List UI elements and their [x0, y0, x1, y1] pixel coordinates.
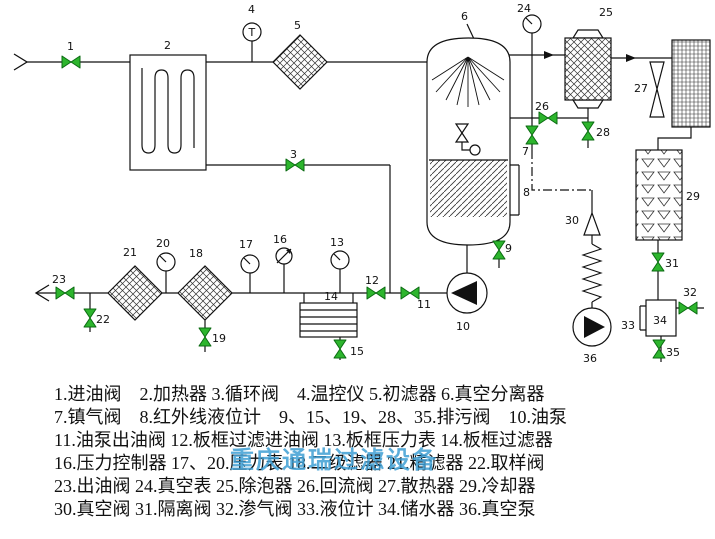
label-32: 32	[683, 286, 697, 299]
legend-line-5: 23.出油阀 24.真空表 25.除泡器 26.回流阀 27.散热器 29.冷却…	[54, 476, 536, 496]
label-35: 35	[666, 346, 680, 359]
drain-valve-35	[652, 339, 666, 359]
flow-arrow-to-radiator	[626, 54, 636, 62]
label-2: 2	[164, 39, 171, 52]
defoamer-symbol	[564, 29, 612, 109]
vacuum-gauge-24	[522, 14, 542, 34]
infrared-level-gauge	[510, 164, 520, 216]
label-27: 27	[634, 82, 648, 95]
plate-pressure-gauge-13	[330, 250, 350, 270]
label-18: 18	[189, 247, 203, 260]
label-6: 6	[461, 10, 468, 23]
secondary-filter-symbol	[177, 265, 233, 321]
label-9: 9	[505, 242, 512, 255]
radiator-symbol	[671, 39, 711, 128]
drain-valve-9	[492, 240, 506, 260]
tank-level-gauge	[639, 305, 646, 331]
process-flow-diagram: T 1 2 3 4 5 6 7 8 9 10 11 12	[13, 2, 711, 365]
label-16: 16	[273, 233, 287, 246]
label-31: 31	[665, 257, 679, 270]
legend-line-3: 11.油泵出油阀 12.板框过滤进油阀 13.板框压力表 14.板框过滤器	[54, 430, 553, 450]
filter-inlet-valve-12	[366, 286, 386, 300]
drain-valve-19	[198, 327, 212, 347]
liquid-level-hatch	[430, 160, 507, 217]
component-labels: 1 2 3 4 5 6 7 8 9 10 11 12 13 14 15 16 1…	[52, 2, 700, 365]
label-33: 33	[621, 319, 635, 332]
air-bleed-valve-32	[678, 301, 698, 315]
label-24: 24	[517, 2, 531, 15]
vacuum-valve-symbol	[583, 211, 601, 236]
drain-valve-28	[581, 121, 595, 141]
legend: 1.进油阀 2.加热器 3.循环阀 4.温控仪 5.初滤器 6.真空分离器 7.…	[54, 383, 567, 521]
pressure-gauge-17	[240, 254, 260, 274]
label-5: 5	[294, 19, 301, 32]
label-10: 10	[456, 320, 470, 333]
label-19: 19	[212, 332, 226, 345]
label-14: 14	[324, 290, 338, 303]
inlet-arrow	[13, 53, 29, 71]
legend-line-4: 16.压力控制器 17、20.压力表 18.二级滤器 21.精滤器 22.取样阀	[54, 453, 545, 473]
reflux-valve-26	[538, 111, 558, 125]
label-21: 21	[123, 246, 137, 259]
vacuum-pump-symbol	[572, 307, 612, 347]
label-3: 3	[290, 148, 297, 161]
pressure-controller-16	[275, 247, 293, 265]
label-22: 22	[96, 313, 110, 326]
label-11: 11	[417, 298, 431, 311]
primary-filter-symbol	[272, 34, 328, 90]
fine-filter-symbol	[107, 265, 163, 321]
sampling-valve-22	[83, 308, 97, 328]
flow-arrow-to-defoamer	[544, 51, 554, 59]
label-25: 25	[599, 6, 613, 19]
label-20: 20	[156, 237, 170, 250]
outlet-valve-23	[55, 286, 75, 300]
spray-nozzle	[431, 56, 505, 107]
legend-line-6: 30.真空阀 31.隔离阀 32.渗气阀 33.液位计 34.储水器 36.真空…	[54, 499, 536, 519]
cooler-symbol	[635, 149, 683, 241]
gas-ballast-valve-7	[525, 125, 539, 145]
label-34: 34	[653, 314, 667, 327]
bellows-spring	[581, 243, 603, 303]
label-29: 29	[686, 190, 700, 203]
label-7: 7	[522, 145, 529, 158]
label-8: 8	[523, 186, 530, 199]
label-30: 30	[565, 214, 579, 227]
label-13: 13	[330, 236, 344, 249]
plate-frame-filter-symbol	[299, 302, 358, 338]
label-12: 12	[365, 274, 379, 287]
inlet-valve-1	[61, 55, 81, 69]
legend-line-1: 1.进油阀 2.加热器 3.循环阀 4.温控仪 5.初滤器 6.真空分离器	[54, 384, 545, 404]
oil-pump-symbol	[446, 272, 488, 314]
drain-valve-15	[333, 339, 347, 359]
label-1: 1	[67, 40, 74, 53]
label-28: 28	[596, 126, 610, 139]
vacuum-separator-vessel	[426, 37, 511, 246]
label-36: 36	[583, 352, 597, 365]
float-valve	[454, 123, 481, 156]
watermark: 重庆通瑞过滤设备	[230, 447, 438, 474]
temperature-gauge: T	[242, 22, 262, 42]
label-15: 15	[350, 345, 364, 358]
radiator-fan-icon	[649, 61, 665, 118]
isolation-valve-31	[651, 252, 665, 272]
water-storage-tank	[645, 299, 677, 337]
temperature-gauge-letter: T	[248, 26, 256, 39]
label-26: 26	[535, 100, 549, 113]
pressure-gauge-20	[156, 252, 176, 272]
heater-symbol	[129, 54, 207, 171]
outlet-arrow	[34, 284, 50, 302]
label-17: 17	[239, 238, 253, 251]
legend-line-2: 7.镇气阀 8.红外线液位计 9、15、19、28、35.排污阀 10.油泵	[54, 407, 567, 427]
label-4: 4	[248, 3, 255, 16]
label-23: 23	[52, 273, 66, 286]
